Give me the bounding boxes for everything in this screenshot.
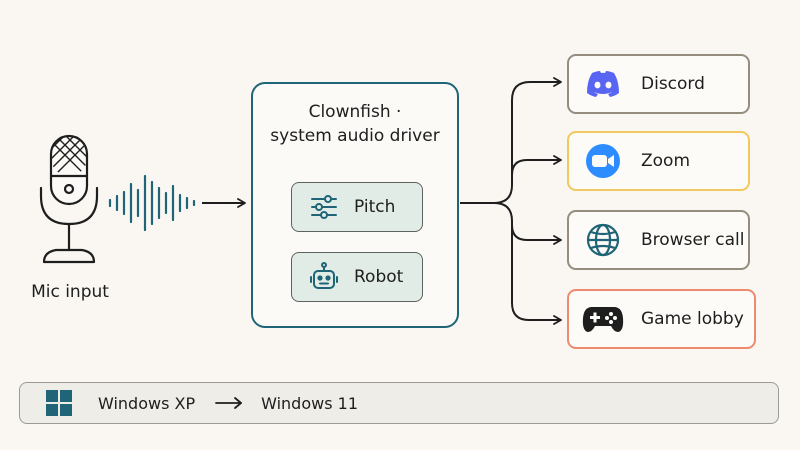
audio-driver-box: Clownfish · system audio driver Pitch (251, 82, 459, 328)
robot-icon (304, 262, 344, 292)
os-to-label: Windows 11 (261, 393, 358, 413)
driver-output-line (460, 77, 562, 204)
branch-browser (493, 202, 562, 245)
gamepad-icon (581, 299, 625, 339)
zoom-icon (581, 141, 625, 181)
branch-zoom (511, 155, 562, 185)
effect-robot[interactable]: Robot (291, 252, 423, 302)
driver-title-line1: Clownfish · (308, 102, 402, 122)
globe-icon (581, 220, 625, 260)
effect-label: Robot (354, 267, 404, 287)
sliders-icon (304, 192, 344, 222)
app-game-lobby[interactable]: Game lobby (567, 289, 756, 349)
app-label: Game lobby (641, 309, 744, 329)
effect-pitch[interactable]: Pitch (291, 182, 423, 232)
app-zoom[interactable]: Zoom (567, 131, 750, 191)
app-label: Zoom (641, 151, 691, 171)
windows-icon (46, 390, 72, 416)
app-discord[interactable]: Discord (567, 54, 750, 114)
waveform-icon (108, 174, 196, 232)
os-from-label: Windows XP (98, 393, 196, 413)
microphone-icon (39, 134, 99, 264)
arrow-right-icon (215, 396, 243, 410)
app-label: Discord (641, 74, 705, 94)
discord-icon (581, 64, 625, 104)
branch-game (511, 221, 562, 325)
os-compatibility-bar: Windows XP Windows 11 (19, 382, 779, 424)
effect-label: Pitch (354, 197, 396, 217)
app-browser-call[interactable]: Browser call (567, 210, 750, 270)
driver-title-line2: system audio driver (270, 126, 440, 146)
driver-title: Clownfish · system audio driver (253, 100, 457, 148)
mic-label: Mic input (31, 282, 109, 302)
app-label: Browser call (641, 230, 745, 250)
